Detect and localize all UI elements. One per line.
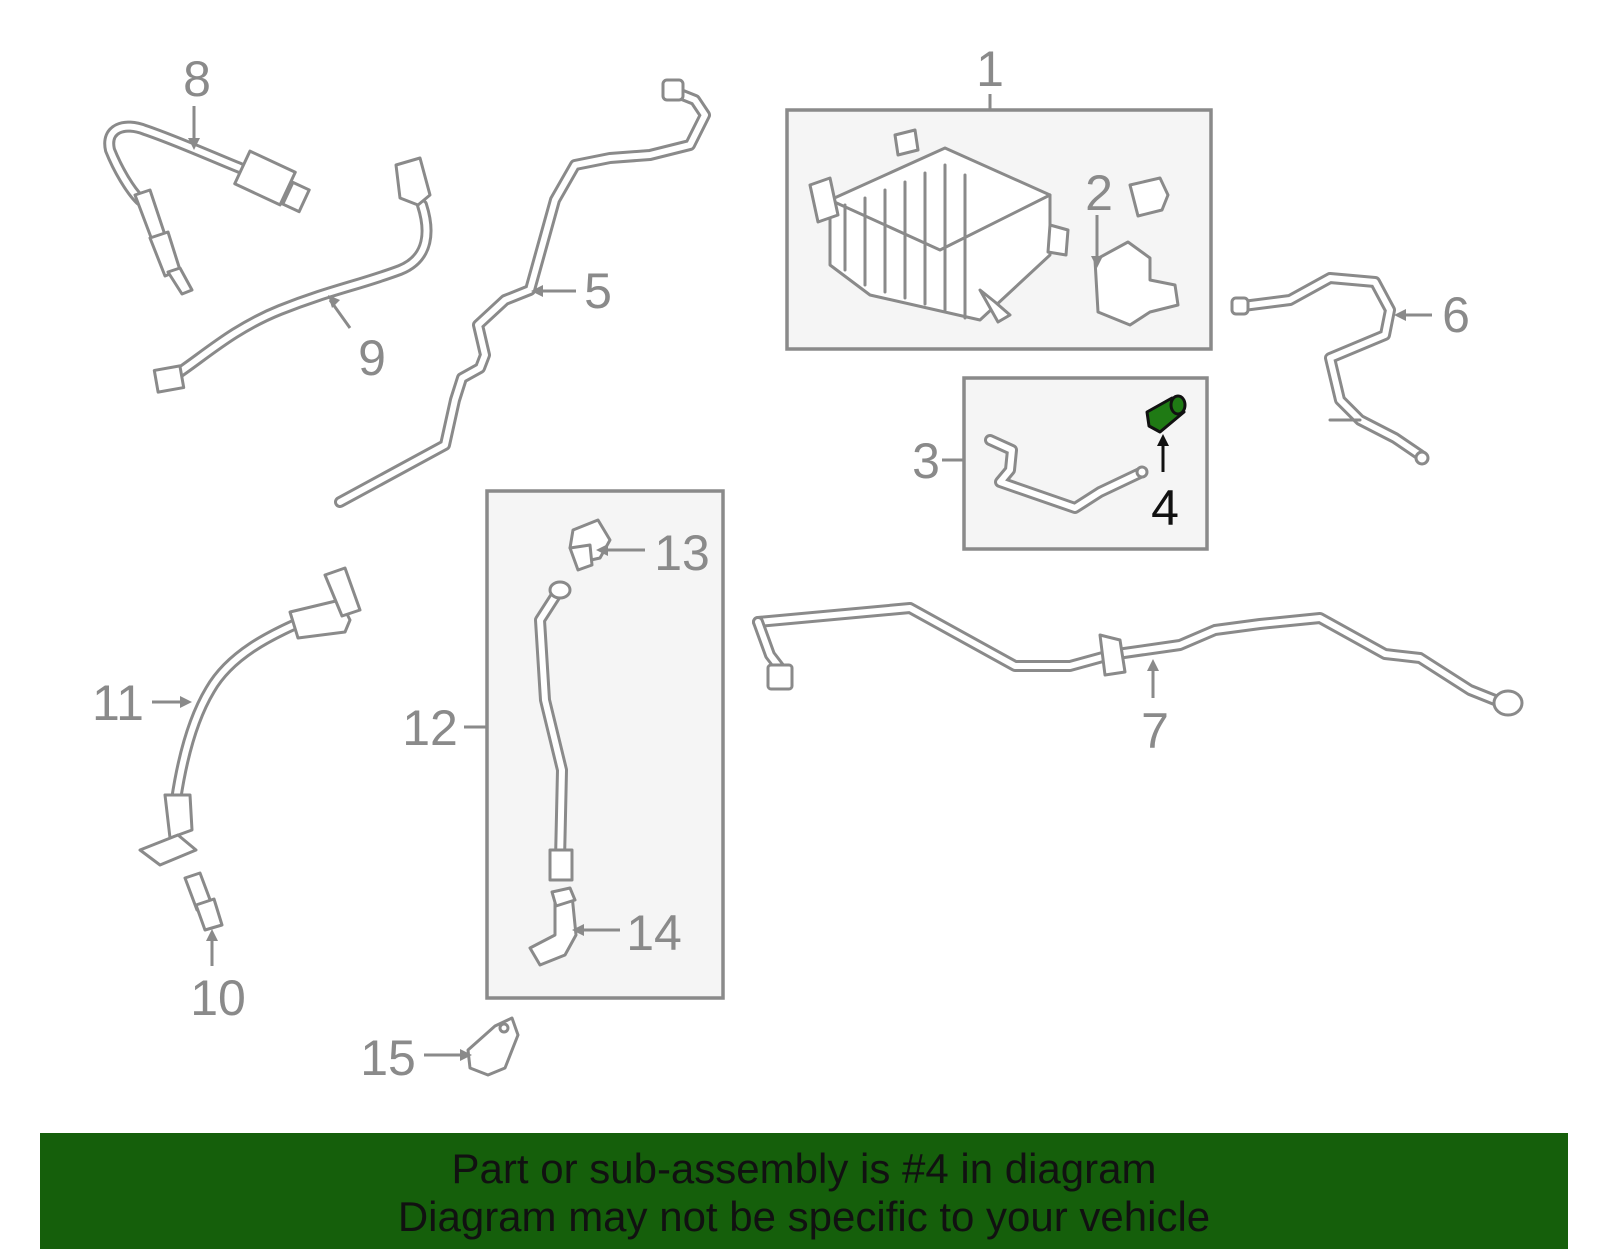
part-13-connector xyxy=(568,518,612,572)
callout-14: 14 xyxy=(626,905,682,961)
part-15-clip xyxy=(466,1016,520,1077)
callout-5: 5 xyxy=(584,263,612,319)
info-banner: Part or sub-assembly is #4 in diagram Di… xyxy=(40,1133,1568,1249)
callout-2: 2 xyxy=(1085,165,1113,221)
part-7-fuel-line xyxy=(752,602,1524,717)
callout-3: 3 xyxy=(912,433,940,489)
part-8-oxygen-sensor xyxy=(103,120,311,296)
leader-lines xyxy=(152,94,1432,1061)
part-10-sensor xyxy=(183,871,224,932)
part-14-elbow xyxy=(528,886,578,967)
part-4-highlighted-sensor xyxy=(1145,394,1187,434)
callout-7: 7 xyxy=(1141,703,1169,759)
callout-13: 13 xyxy=(654,525,710,581)
part-5-fuel-tube xyxy=(334,78,711,508)
callout-6: 6 xyxy=(1442,287,1470,343)
callout-11: 11 xyxy=(92,675,144,731)
part-6-vapor-tube xyxy=(1230,272,1430,466)
part-9-sensor-harness xyxy=(152,156,433,394)
banner-line-1: Part or sub-assembly is #4 in diagram xyxy=(451,1145,1157,1192)
callout-15: 15 xyxy=(360,1030,416,1086)
banner-line-2: Diagram may not be specific to your vehi… xyxy=(397,1193,1211,1240)
callout-8: 8 xyxy=(183,51,211,107)
part-12-hose xyxy=(534,580,574,882)
assembly-box-12 xyxy=(485,489,725,1000)
callout-1: 1 xyxy=(976,41,1004,97)
callout-9: 9 xyxy=(358,330,386,386)
callout-12: 12 xyxy=(402,700,458,756)
callout-10: 10 xyxy=(190,970,246,1026)
part-11-sensor-harness xyxy=(138,566,362,867)
part-2-purge-valve xyxy=(1093,176,1180,327)
part-3-hose xyxy=(984,434,1149,514)
callout-4: 4 xyxy=(1151,480,1179,536)
part-1-charcoal-canister xyxy=(808,128,1070,324)
